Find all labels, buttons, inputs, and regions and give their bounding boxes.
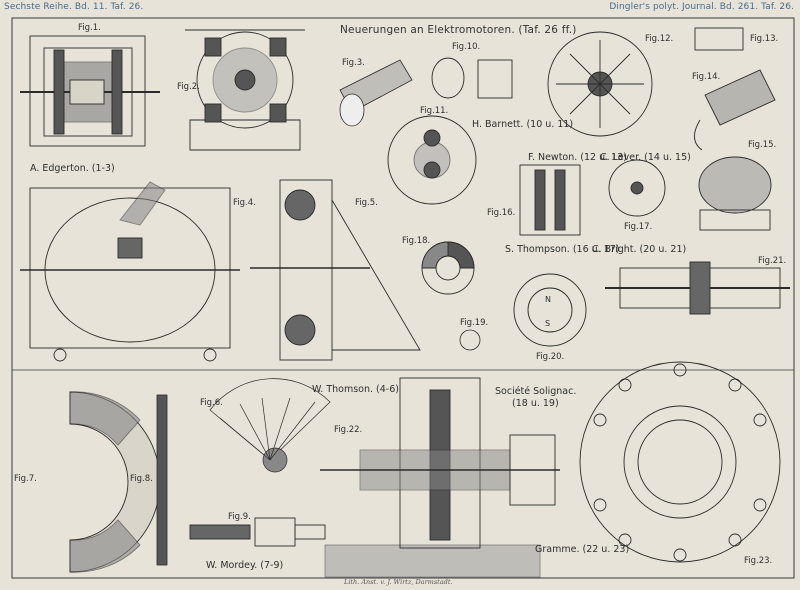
fig23-drawing: [579, 361, 781, 563]
svg-text:S: S: [545, 319, 550, 328]
fig16-label: Fig.16.: [487, 208, 516, 218]
fig3-label: Fig.3.: [342, 58, 365, 68]
caption-gramme: Gramme. (22 u. 23): [535, 544, 630, 555]
fig9-label: Fig.9.: [228, 512, 251, 522]
fig20-drawing: N S: [513, 273, 587, 347]
caption-edgerton: A. Edgerton. (1-3): [30, 163, 115, 174]
fig8-drawing: [156, 394, 168, 566]
fig3-drawing: [339, 59, 413, 127]
fig6-drawing: [209, 378, 331, 473]
fig18-drawing: [421, 241, 475, 295]
header-left: Sechste Reihe. Bd. 11. Taf. 26.: [4, 2, 144, 12]
fig11-label: Fig.11.: [420, 106, 449, 116]
fig20-label: Fig.20.: [536, 352, 565, 362]
fig7-label: Fig.7.: [14, 474, 37, 484]
plate-title: Neuerungen an Elektromotoren. (Taf. 26 f…: [340, 24, 577, 36]
fig15-label: Fig.15.: [748, 140, 777, 150]
caption-newton: F. Newton. (12 u. 13): [528, 152, 627, 163]
fig22-drawing: [320, 377, 560, 578]
fig21-drawing: [605, 261, 790, 315]
fig19-label: Fig.19.: [460, 318, 489, 328]
fig7-drawing: [69, 391, 161, 573]
fig17-label: Fig.17.: [624, 222, 653, 232]
fig9-drawing: [189, 517, 326, 547]
caption-thompson: S. Thompson. (16 u. 17): [505, 244, 620, 255]
plate-border: [11, 17, 795, 579]
fig12-drawing: [547, 31, 653, 137]
caption-bright: C. Bright. (20 u. 21): [592, 244, 687, 255]
caption-lever: C. Lever. (14 u. 15): [600, 152, 691, 163]
fig8-label: Fig.8.: [130, 474, 153, 484]
fig13-drawing: [694, 27, 744, 51]
fig10-drawing: [431, 57, 513, 99]
fig6-label: Fig.6.: [200, 398, 223, 408]
fig17-drawing: [608, 159, 666, 217]
fig14-drawing: [694, 69, 776, 151]
fig11-drawing: [387, 115, 477, 205]
fig4-label: Fig.4.: [233, 198, 256, 208]
fig15-drawing: [698, 156, 772, 231]
fig1-drawing: [20, 35, 160, 147]
fig23-label: Fig.23.: [744, 556, 773, 566]
fig13-label: Fig.13.: [750, 34, 779, 44]
fig5-drawing: [250, 179, 421, 361]
caption-solignac: Société Solignac.: [495, 386, 577, 397]
header-right: Dingler's polyt. Journal. Bd. 261. Taf. …: [609, 2, 794, 12]
caption-mordey: W. Mordey. (7-9): [206, 560, 284, 571]
fig4-drawing: [20, 181, 240, 362]
fig12-label: Fig.12.: [645, 34, 674, 44]
caption-barnett: H. Barnett. (10 u. 11): [472, 119, 574, 130]
caption-solignac-figs: (18 u. 19): [512, 398, 559, 409]
caption-wthomson: W. Thomson. (4-6): [312, 384, 399, 395]
fig1-label: Fig.1.: [78, 23, 101, 33]
fig2-drawing: [185, 29, 305, 151]
imprint-line: Lith. Anst. v. J. Wirtz, Darmstadt.: [344, 578, 453, 586]
fig22-label: Fig.22.: [334, 425, 363, 435]
fig19-drawing: [459, 329, 481, 351]
fig16-drawing: [519, 164, 581, 236]
fig2-label: Fig.2.: [177, 82, 200, 92]
fig14-label: Fig.14.: [692, 72, 721, 82]
fig21-label: Fig.21.: [758, 256, 787, 266]
svg-text:N: N: [545, 295, 551, 304]
fig5-label: Fig.5.: [355, 198, 378, 208]
fig10-label: Fig.10.: [452, 42, 481, 52]
fig18-label: Fig.18.: [402, 236, 431, 246]
